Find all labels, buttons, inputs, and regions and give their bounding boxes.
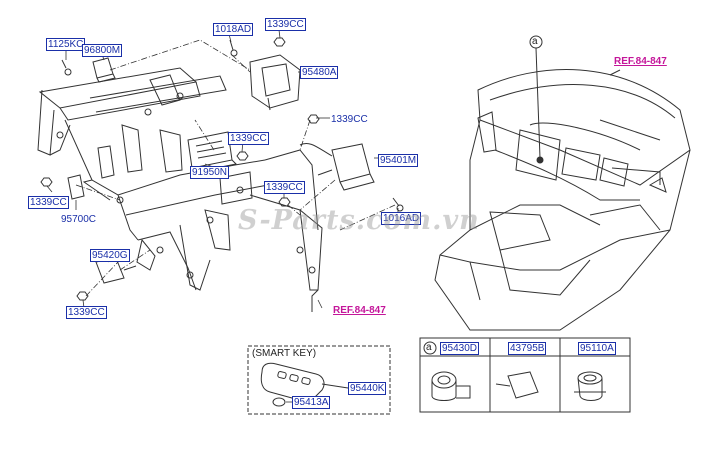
part-95401M <box>299 142 375 191</box>
part-95430D-drawing <box>431 371 471 401</box>
label-1339CC-top[interactable]: 1339CC <box>265 18 306 31</box>
label-1339CC-lower[interactable]: 1339CC <box>264 181 305 194</box>
dashboard-perspective <box>434 47 691 331</box>
callout-a-circle <box>529 35 543 49</box>
part-95480A <box>249 54 301 111</box>
fasteners <box>40 37 404 301</box>
label-96800M[interactable]: 96800M <box>82 44 123 57</box>
battery-95413A <box>272 397 286 407</box>
part-43795B-drawing <box>495 371 539 399</box>
label-1339CC-left[interactable]: 1339CC <box>28 196 69 209</box>
label-1339CC-bottom[interactable]: 1339CC <box>66 306 107 319</box>
smart-key-title: (SMART KEY) <box>252 348 317 359</box>
label-95430D[interactable]: 95430D <box>440 342 480 355</box>
watermark: S-Parts.com.vn <box>238 205 480 236</box>
parts-table <box>419 337 631 413</box>
label-95700C[interactable]: 95700C <box>61 214 97 225</box>
ref-top[interactable]: REF.84-847 <box>614 56 667 67</box>
smart-key-fob <box>260 362 349 401</box>
ref-bottom[interactable]: REF.84-847 <box>333 305 386 316</box>
dash-frame <box>37 67 323 312</box>
smart-key-box <box>247 345 391 415</box>
label-95110A[interactable]: 95110A <box>578 342 616 355</box>
label-1018AD[interactable]: 1018AD <box>213 23 254 36</box>
label-95440K[interactable]: 95440K <box>348 382 387 395</box>
callout-a-table-circle <box>423 341 437 355</box>
label-1016AD[interactable]: 1016AD <box>381 212 422 225</box>
label-1339CC-right[interactable]: 1339CC <box>331 114 368 125</box>
label-95420G[interactable]: 95420G <box>90 249 130 262</box>
label-91950N[interactable]: 91950N <box>190 166 230 179</box>
assembly-lines <box>75 39 396 297</box>
label-95413A[interactable]: 95413A <box>292 396 331 409</box>
part-96800M <box>92 57 116 83</box>
label-43795B[interactable]: 43795B <box>508 342 547 355</box>
label-95480A[interactable]: 95480A <box>300 66 339 79</box>
callout-a: a <box>532 36 538 47</box>
label-1125KC[interactable]: 1125KC <box>46 38 86 51</box>
part-95110A-drawing <box>574 371 606 401</box>
label-95401M[interactable]: 95401M <box>378 154 419 167</box>
part-95700C <box>67 174 85 200</box>
label-1339CC-mid[interactable]: 1339CC <box>228 132 269 145</box>
table-callout-a: a <box>426 342 432 353</box>
